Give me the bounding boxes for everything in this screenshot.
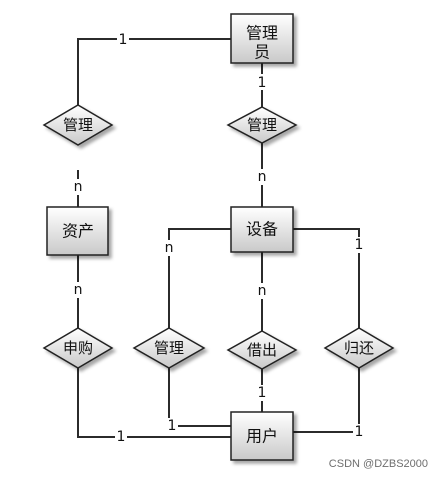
relation-manage-user-device: 管理 — [132, 327, 206, 369]
relation-return-label: 归还 — [344, 339, 374, 357]
entity-admin: 管理 员 — [230, 13, 294, 64]
line-admin-manage-left — [77, 38, 231, 105]
line-manage-user-user — [168, 368, 231, 427]
relation-purchase-label: 申购 — [63, 339, 93, 357]
relation-manage-admin-device: 管理 — [226, 106, 298, 144]
line-device-return — [293, 228, 360, 328]
relation-return: 归还 — [323, 327, 395, 369]
cardinality-device-from-manage: n — [258, 169, 267, 185]
line-return-user — [293, 368, 360, 433]
cardinality-device-manage-user: n — [165, 240, 174, 256]
relation-manage-admin-device-label: 管理 — [247, 116, 277, 134]
entity-device: 设备 — [230, 206, 294, 253]
line-purchase-user — [77, 368, 231, 438]
entity-admin-label-line2: 员 — [254, 43, 270, 62]
cardinality-admin-manage-right: 1 — [258, 75, 267, 91]
cardinality-device-return: 1 — [355, 237, 364, 253]
relation-purchase: 申购 — [42, 327, 114, 369]
relation-borrow-label: 借出 — [247, 341, 277, 359]
entity-device-label: 设备 — [246, 220, 278, 239]
connector-lines — [77, 38, 360, 438]
relation-borrow: 借出 — [226, 330, 298, 370]
cardinality-admin-manage-left: 1 — [119, 32, 128, 48]
cardinality-asset-from-manage: n — [74, 179, 83, 195]
entity-asset-label: 资产 — [62, 222, 94, 241]
entity-asset: 资产 — [46, 206, 109, 256]
entity-user: 用户 — [230, 411, 294, 461]
cardinality-user-purchase: 1 — [117, 429, 126, 445]
entity-user-label: 用户 — [246, 427, 278, 446]
relation-manage-admin-asset-label: 管理 — [63, 116, 93, 134]
cardinality-user-return: 1 — [355, 424, 364, 440]
cardinality-user-borrow: 1 — [258, 385, 267, 401]
cardinality-device-borrow: n — [258, 283, 267, 299]
relation-manage-admin-asset: 管理 — [42, 104, 114, 146]
cardinality-labels: 1 1 n n n 1 n 1 n 1 1 1 — [72, 31, 365, 445]
relation-manage-user-device-label: 管理 — [154, 339, 184, 357]
cardinality-user-manage-user: 1 — [168, 418, 177, 434]
entity-admin-label-line1: 管理 — [246, 24, 278, 43]
line-device-manage-user — [168, 228, 231, 328]
watermark: CSDN @DZBS2000 — [328, 458, 428, 470]
cardinality-asset-purchase: n — [74, 282, 83, 298]
